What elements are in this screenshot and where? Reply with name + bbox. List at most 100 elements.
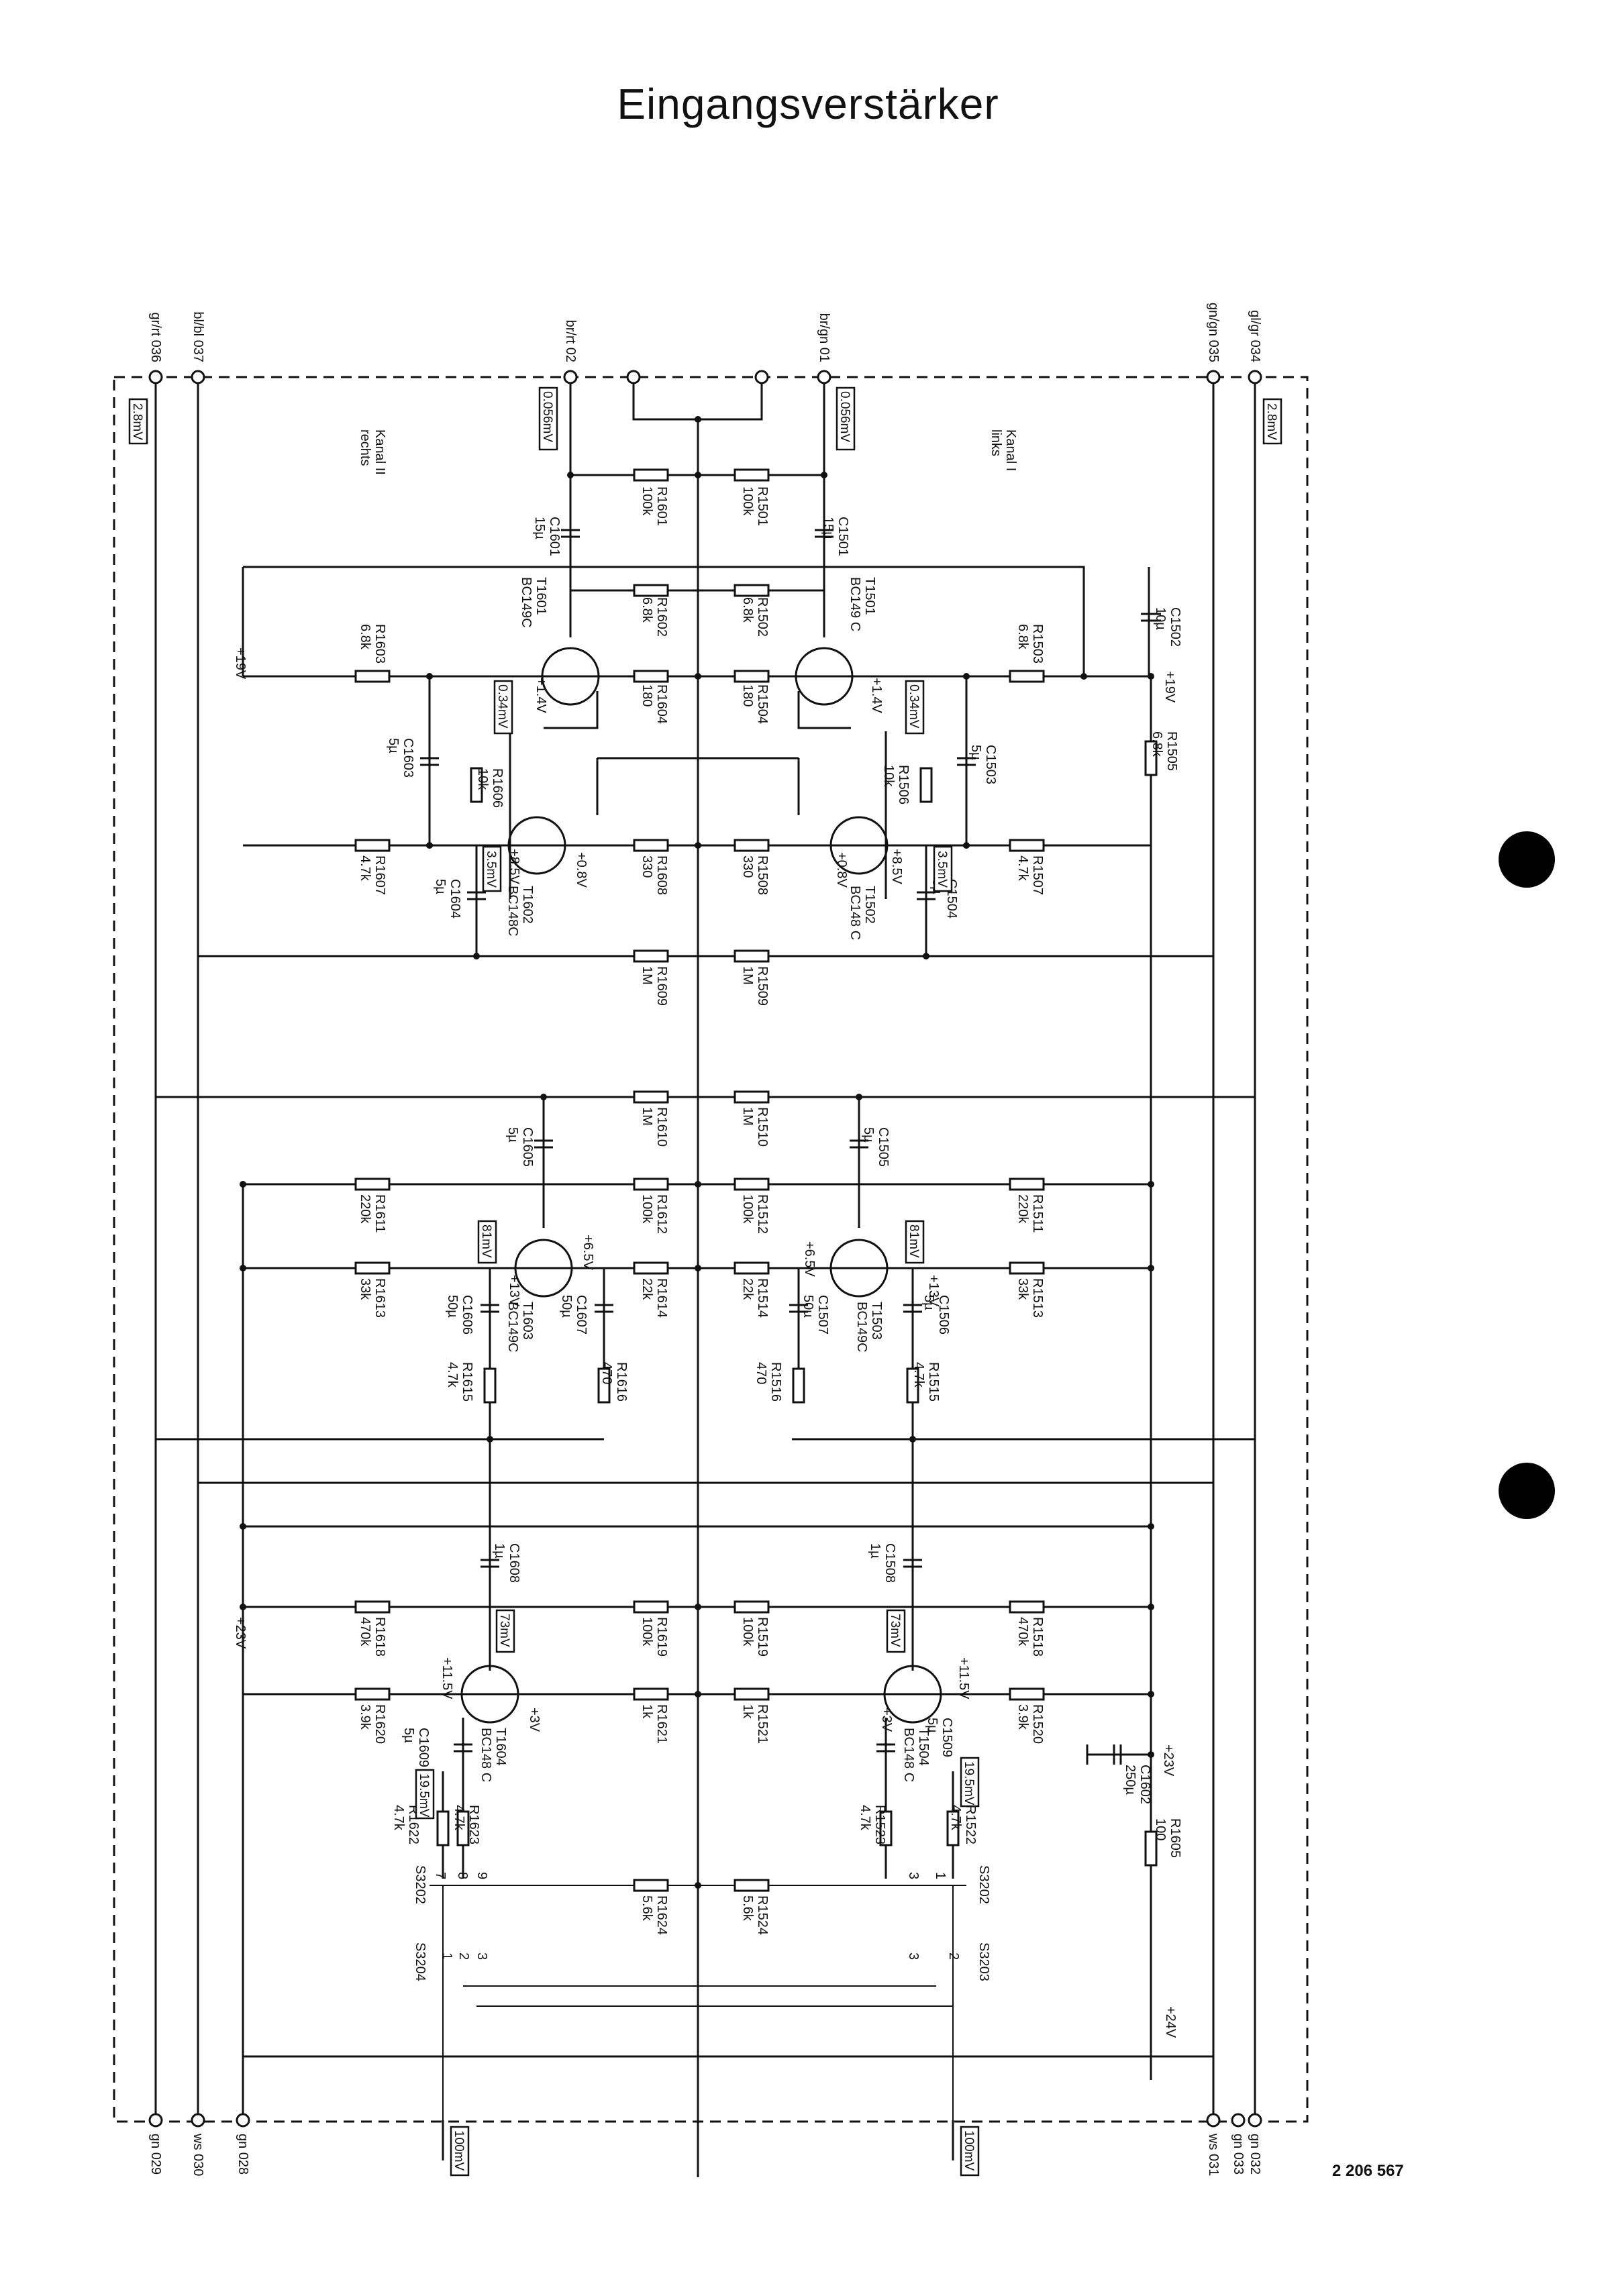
level-box-7: 3.5mV <box>484 851 498 888</box>
label-R1605: R1605100 <box>1153 1818 1182 1858</box>
voltage-14v-right: +1.4V <box>869 678 884 713</box>
label-R1507: R15074.7k <box>1015 855 1045 895</box>
label-R1611: R1611220k <box>358 1194 387 1233</box>
label-R1614: R161422k <box>640 1278 669 1318</box>
label-R1509: R15091M <box>740 966 770 1006</box>
level-box-8: 3.5mV <box>935 851 949 888</box>
terminal-label-02: br/rt 02 <box>563 320 578 362</box>
channel-right-label: Kanal IIrechts <box>358 429 387 475</box>
label-R1515: R15154.7k <box>911 1362 941 1402</box>
pin-3b: 3 <box>906 1872 921 1879</box>
label-R1616: R1616470 <box>599 1362 629 1402</box>
channel-left-label: Kanal Ilinks <box>989 429 1018 471</box>
pin-3c: 3 <box>906 1952 921 1960</box>
voltage-08v-left: +0.8V <box>574 852 589 888</box>
voltage-85v-right: +8.5V <box>889 849 904 884</box>
label-R1516: R1516470 <box>754 1362 783 1402</box>
pin-1: 1 <box>440 1952 454 1960</box>
label-T1502: T1502BC148 C <box>848 886 877 940</box>
label-R1513: R151333k <box>1015 1278 1045 1318</box>
label-R1505: R15056.8k <box>1150 731 1179 771</box>
level-box-13: 19.5mV <box>417 1773 431 1818</box>
label-R1620: R16203.9k <box>358 1704 387 1744</box>
voltage-19v-right: +19V <box>1162 671 1177 703</box>
level-box-9: 81mV <box>479 1224 493 1258</box>
terminal-label-032: gn 032 <box>1248 2134 1262 2175</box>
label-T1504: T1504BC148 C <box>901 1728 931 1782</box>
label-R1514: R151422k <box>740 1278 770 1318</box>
terminal-label-029: gn 029 <box>148 2134 163 2175</box>
label-C1507: C150750µ <box>801 1295 830 1335</box>
label-R1519: R1519100k <box>740 1617 770 1657</box>
pin-7: 7 <box>433 1872 448 1879</box>
label-C1605: C16055µ <box>505 1127 535 1167</box>
label-R1504: R1504180 <box>740 684 770 724</box>
level-box-4: 2.8mV <box>1264 403 1278 440</box>
terminal-label-028: gn 028 <box>236 2134 250 2175</box>
label-C1506: C15065µ <box>921 1295 951 1335</box>
capacitor-symbols <box>420 529 1161 1765</box>
label-C1606: C160650µ <box>445 1295 474 1335</box>
label-R1610: R16101M <box>640 1107 669 1147</box>
level-box-3: 0.056mV <box>838 391 852 442</box>
label-C1502: C150210µ <box>1153 607 1182 647</box>
label-C1509: C15095µ <box>925 1718 954 1757</box>
label-T1603: T1603BC149C <box>505 1302 535 1353</box>
label-R1518: R1518470k <box>1015 1617 1045 1657</box>
voltage-115v-left: +11.5V <box>440 1657 454 1700</box>
label-R1523: R15234.7k <box>858 1805 887 1844</box>
voltage-115v-right: +11.5V <box>956 1657 971 1700</box>
level-box-11: 73mV <box>497 1614 511 1647</box>
resistor-symbols <box>354 468 1158 1892</box>
level-box-1: 2.8mV <box>130 403 144 440</box>
label-R1602: R16026.8k <box>640 597 669 637</box>
page-title: Eingangsverstärker <box>617 80 999 128</box>
label-R1521: R15211k <box>740 1704 770 1744</box>
label-C1601: C160115µ <box>532 517 562 556</box>
label-C1501: C150115µ <box>821 517 850 556</box>
terminal-label-033: gn 033 <box>1231 2134 1246 2175</box>
label-R1502: R15026.8k <box>740 597 770 637</box>
label-R1607: R16074.7k <box>358 855 387 895</box>
label-C1607: C160750µ <box>559 1295 589 1335</box>
voltage-23v-left: +23V <box>233 1617 248 1649</box>
punch-hole-top <box>1499 831 1555 888</box>
label-R1608: R1608330 <box>640 855 669 895</box>
label-C1503: C15035µ <box>968 745 998 784</box>
terminal-label-036: gr/rt 036 <box>148 313 163 362</box>
label-C1505: C15055µ <box>861 1127 891 1167</box>
voltage-23v-right: +23V <box>1161 1744 1176 1777</box>
terminal-circles <box>148 370 1262 2128</box>
voltage-3v-right: +3V <box>879 1708 894 1732</box>
label-R1501: R1501100k <box>740 486 770 526</box>
label-T1602: T1602BC148C <box>505 886 535 937</box>
pin-2b: 2 <box>946 1952 961 1960</box>
punch-hole-bottom <box>1499 1463 1555 1519</box>
label-R1508: R1508330 <box>740 855 770 895</box>
label-T1601: T1601BC149C <box>519 577 548 628</box>
label-T1604: T1604BC148 C <box>478 1728 508 1782</box>
terminal-label-01: br/gn 01 <box>817 313 831 362</box>
label-R1506: R150610k <box>881 765 911 804</box>
wiring <box>154 377 1256 2177</box>
label-C1608: C16081µ <box>492 1543 521 1583</box>
voltage-24v: +24V <box>1163 2006 1178 2038</box>
level-box-15: 100mV <box>452 2130 466 2171</box>
label-R1613: R161333k <box>358 1278 387 1318</box>
pin-9: 9 <box>474 1872 489 1879</box>
label-C1609: C16095µ <box>401 1728 431 1767</box>
pin-3a: 3 <box>474 1952 489 1960</box>
label-R1603: R16036.8k <box>358 624 387 664</box>
label-C1508: C15081µ <box>868 1543 897 1583</box>
terminal-label-037: bl/bl 037 <box>191 311 205 362</box>
label-R1524: R15245.6k <box>740 1895 770 1935</box>
voltage-85v-left: +8.5V <box>507 849 521 884</box>
label-R1615: R16154.7k <box>445 1362 474 1402</box>
label-R1522: R15224.7k <box>948 1805 978 1844</box>
terminal-label-030: ws 030 <box>191 2133 205 2176</box>
label-R1511: R1511220k <box>1015 1194 1045 1233</box>
junctions <box>240 416 1154 1889</box>
label-R1609: R16091M <box>640 966 669 1006</box>
level-box-2: 0.056mV <box>540 391 554 442</box>
